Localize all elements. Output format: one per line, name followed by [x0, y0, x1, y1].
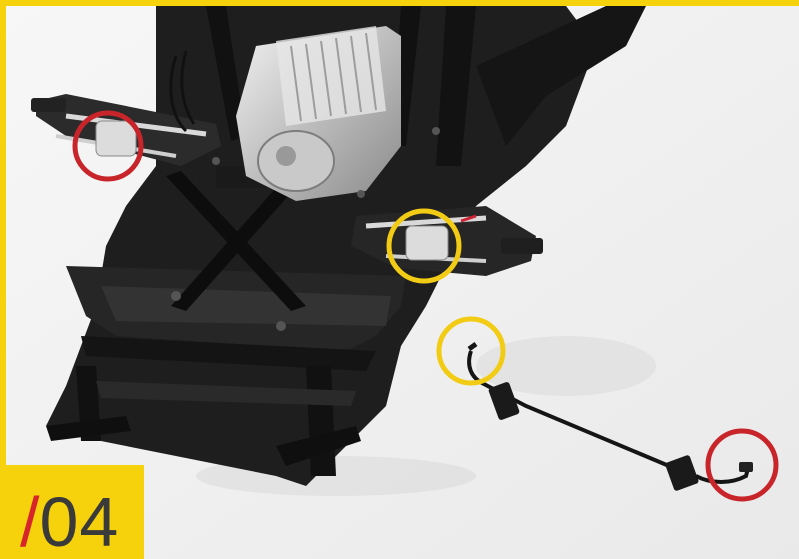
step-number: 04 [39, 483, 120, 559]
step-number-badge: / 04 [6, 465, 144, 559]
yellow-circle-right-suspension-marker [386, 208, 462, 284]
chassis-photo [6, 6, 799, 559]
red-circle-left-suspension-marker [72, 110, 144, 182]
step-slash: / [20, 483, 40, 559]
chassis [31, 6, 646, 486]
red-circle-cable-end-marker [705, 428, 779, 502]
cable-part [467, 341, 753, 491]
yellow-circle-cable-end-marker [436, 316, 506, 386]
